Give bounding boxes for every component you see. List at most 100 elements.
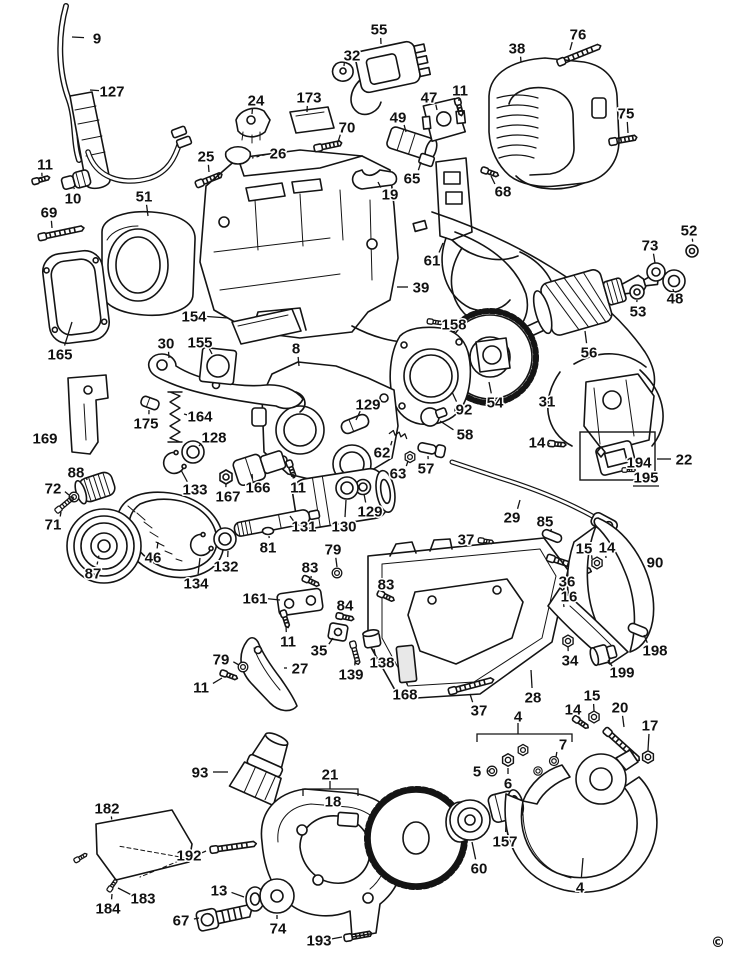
- leader-line: [337, 134, 341, 143]
- part-label: 71: [45, 516, 62, 533]
- bevel-bracket-drawing: [240, 636, 298, 712]
- part-label: 24: [248, 92, 265, 109]
- screw-183: [72, 851, 89, 864]
- part-label: 14: [565, 701, 582, 718]
- screw-11a: [30, 173, 52, 186]
- clip-19-drawing: [351, 169, 398, 190]
- screw-184: [105, 877, 120, 894]
- washer-79b: [237, 661, 249, 673]
- nut-167: [219, 469, 233, 485]
- screw-158: [426, 317, 444, 327]
- cord-clamp-drawing: [235, 107, 271, 144]
- part-label: 46: [145, 549, 162, 566]
- part-label: 62: [374, 444, 391, 461]
- nut-63: [404, 450, 416, 464]
- leader-line: [267, 598, 281, 601]
- leader-line: [643, 634, 648, 643]
- leader-line: [64, 491, 70, 496]
- leader-line: [647, 733, 650, 751]
- part-label: 192: [176, 847, 201, 864]
- part-label: 22: [676, 451, 693, 468]
- leader-line: [335, 557, 338, 568]
- switch-drawing: [350, 40, 432, 116]
- part-label: 54: [487, 394, 504, 411]
- leader-line: [488, 381, 492, 394]
- pin-57-drawing: [417, 442, 447, 459]
- part-label: 30: [158, 335, 175, 352]
- part-label: 173: [296, 89, 321, 106]
- part-label: 57: [418, 460, 435, 477]
- ring-129b: [354, 478, 372, 496]
- leader-line: [63, 321, 73, 346]
- part-label: 7: [559, 736, 567, 753]
- nut-6: [501, 752, 515, 768]
- leader-line: [59, 511, 62, 517]
- part-label: 32: [344, 47, 361, 64]
- part-label: 34: [562, 652, 579, 669]
- screw-68: [479, 165, 501, 180]
- part-label: 35: [311, 642, 328, 659]
- nut-6b: [517, 743, 529, 757]
- leader-line: [331, 936, 343, 940]
- part-label: 58: [457, 426, 474, 443]
- part-label: 21: [322, 766, 339, 783]
- part-label: 166: [245, 479, 270, 496]
- part-label: 53: [630, 303, 647, 320]
- housing-cover-drawing: [488, 57, 620, 190]
- part-label: 39: [413, 279, 430, 296]
- knob-166-drawing: [232, 450, 287, 487]
- leader-line: [469, 693, 474, 703]
- part-label: 88: [68, 464, 85, 481]
- brush-set-box: [579, 431, 656, 481]
- part-label: 38: [509, 40, 526, 57]
- part-label: 83: [378, 576, 395, 593]
- pad-168-drawing: [395, 644, 418, 684]
- part-label: 15: [576, 540, 593, 557]
- part-label: 26: [270, 145, 287, 162]
- leader-line: [289, 515, 294, 522]
- bushing-138-drawing: [362, 629, 382, 649]
- bearing-48: [662, 269, 686, 293]
- field-drawing: [101, 210, 196, 317]
- leader-line: [580, 857, 584, 879]
- part-label: 37: [471, 702, 488, 719]
- part-label: 167: [215, 488, 240, 505]
- leader-line: [251, 154, 266, 159]
- part-label: 155: [187, 334, 212, 351]
- shoe-drawing: [367, 537, 569, 700]
- block-35-drawing: [327, 622, 349, 642]
- part-label: 133: [182, 481, 207, 498]
- leader-line: [50, 220, 53, 229]
- nut-34: [562, 634, 574, 648]
- leader-line: [233, 661, 240, 666]
- clip-26-drawing: [224, 145, 252, 165]
- part-label: 154: [181, 308, 207, 325]
- leader-line: [355, 410, 361, 421]
- part-label: 158: [441, 316, 466, 333]
- spring-62-drawing: [388, 429, 408, 440]
- lower-guard-drawing: [504, 749, 658, 893]
- gasket-drawing: [41, 249, 111, 345]
- label-154-drawing: [231, 308, 302, 345]
- part-label: 127: [99, 83, 124, 100]
- part-label: 169: [32, 430, 57, 447]
- part-label: 68: [495, 183, 512, 200]
- leader-line: [110, 816, 113, 823]
- wiring-drawing: [351, 211, 656, 400]
- leader-line: [251, 473, 254, 479]
- brush-holder-61-drawing: [412, 157, 519, 312]
- part-label: 132: [213, 558, 238, 575]
- part-label: 10: [65, 190, 82, 207]
- part-label: 90: [647, 554, 664, 571]
- leader-line: [344, 499, 347, 518]
- part-label: 56: [581, 344, 598, 361]
- leader-line: [297, 356, 300, 367]
- pin-129-drawing: [340, 413, 370, 435]
- knob-199-drawing: [589, 644, 618, 667]
- part-label: 11: [290, 479, 306, 496]
- leader-line: [471, 841, 477, 860]
- part-label: 49: [390, 109, 407, 126]
- part-label: 85: [537, 513, 554, 530]
- part-label: 37: [458, 531, 475, 548]
- leader-line: [548, 442, 551, 445]
